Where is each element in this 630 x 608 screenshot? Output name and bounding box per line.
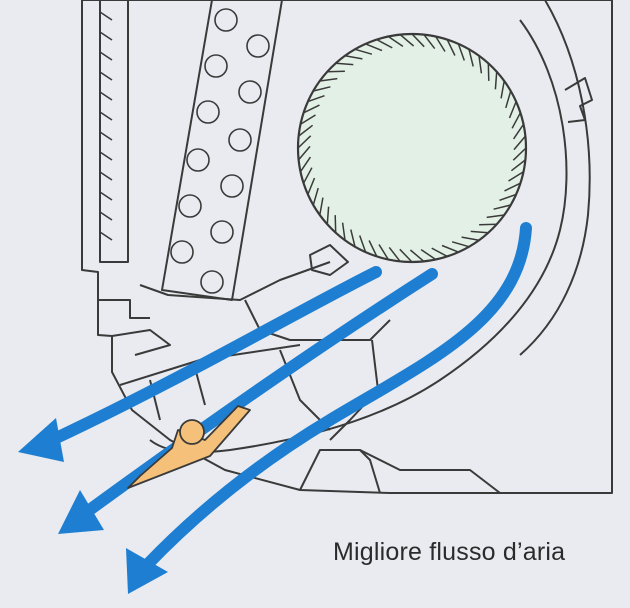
left-inner-wall — [99, 0, 129, 263]
fan-blade — [307, 177, 316, 195]
fan-blade — [446, 39, 456, 56]
fan-blade — [441, 244, 459, 253]
fan-blade — [326, 206, 330, 225]
fan-blade — [423, 34, 436, 50]
fan-blade — [499, 193, 517, 202]
airflow-arrow-icon — [126, 548, 168, 594]
fan-blade — [327, 70, 345, 73]
fan-blade — [510, 159, 526, 172]
fan-blade — [302, 167, 313, 184]
fan-blade — [354, 48, 373, 55]
fan-blade — [431, 247, 448, 258]
airflow-arrow-middle — [78, 268, 438, 520]
fan-blade — [461, 236, 480, 241]
left-wall-hatching — [99, 11, 113, 241]
fan-blade — [297, 135, 312, 149]
fan-blade — [470, 230, 489, 234]
fan-blade — [376, 38, 393, 49]
fan-blade — [313, 86, 331, 92]
fan-blade — [486, 214, 505, 219]
fan-blade — [350, 229, 356, 247]
fan-blade — [411, 33, 425, 48]
fan-blade — [479, 223, 497, 226]
fan-blade — [494, 71, 498, 90]
fan-blade — [319, 77, 338, 82]
internal-structure — [98, 244, 501, 494]
fan-blade — [435, 36, 446, 52]
fan-blade — [493, 204, 511, 210]
fan-blade — [478, 55, 483, 74]
fan-blade — [512, 147, 527, 161]
fan-blade — [300, 114, 316, 125]
fan-blade — [508, 101, 517, 119]
fan-blade — [399, 248, 413, 263]
outer-casing-curve — [519, 0, 591, 356]
airflow-arrow-icon — [18, 418, 64, 462]
fan-blade — [344, 55, 363, 60]
fan-blade — [511, 112, 522, 129]
fan-blade — [500, 80, 505, 99]
fan-blade — [468, 49, 474, 67]
fan-blade — [307, 94, 325, 103]
airflow-arrow-top — [46, 266, 382, 446]
fan-blade — [312, 187, 319, 206]
airflow-arrow-bottom — [140, 222, 532, 572]
fan-blade — [387, 35, 404, 48]
fan-blade — [335, 62, 354, 66]
louver-flap-icon — [127, 405, 251, 489]
fan-blade — [299, 156, 312, 173]
fan-blade — [334, 215, 337, 233]
airflow-arrow-heads — [18, 418, 168, 594]
fan-blade — [451, 241, 470, 248]
airflow-arrows — [46, 222, 532, 572]
fan-blade — [457, 43, 466, 61]
cross-flow-fan-icon — [296, 32, 528, 264]
fan-blade — [513, 135, 526, 151]
fan-blade — [303, 104, 320, 114]
fan-blade — [504, 182, 521, 192]
fan-blade — [487, 63, 490, 81]
fan-blade — [341, 222, 346, 241]
fan-blade — [365, 43, 383, 52]
casing-tab — [564, 77, 593, 123]
fan-blade — [508, 171, 524, 182]
unit-housing — [81, 0, 613, 494]
airflow-caption: Migliore flusso d’aria — [333, 538, 566, 566]
fan-blade — [505, 90, 512, 109]
fan-blade — [420, 248, 437, 261]
fan-blade — [378, 244, 389, 260]
fan-blade — [298, 145, 311, 161]
scroll-housing — [149, 19, 568, 454]
fan-blade — [512, 123, 525, 140]
fan-blade — [388, 246, 401, 262]
fan-blade — [319, 197, 324, 216]
airflow-arrow-icon — [58, 490, 104, 534]
filter-icon — [161, 0, 283, 301]
fan-blade — [358, 235, 367, 253]
fan-blade — [368, 240, 378, 257]
fan-blade — [409, 249, 425, 262]
fan-blade — [298, 124, 314, 137]
fan-blade — [399, 34, 415, 47]
